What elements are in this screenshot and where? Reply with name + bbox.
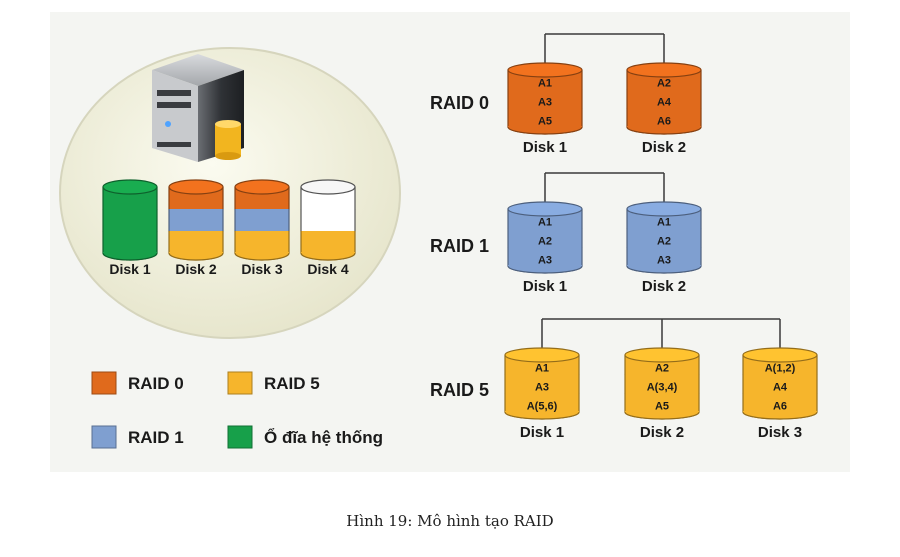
legend-label: Ổ đĩa hệ thống xyxy=(264,428,383,447)
raid-level-label: RAID 0 xyxy=(430,93,489,113)
local-disk xyxy=(102,179,158,261)
block-label: A3 xyxy=(538,255,552,267)
block-label: A5 xyxy=(655,401,669,413)
block-label: A4 xyxy=(773,382,788,394)
block-label: A1 xyxy=(657,217,671,229)
raid-disk-label: Disk 1 xyxy=(523,278,567,295)
block-label: A6 xyxy=(773,401,787,413)
connector-line xyxy=(544,172,665,202)
database-icon xyxy=(215,120,241,160)
block-label: A6 xyxy=(657,116,671,128)
legend-label: RAID 0 xyxy=(128,374,184,393)
figure-caption: Hình 19: Mô hình tạo RAID xyxy=(346,512,554,530)
connector-line xyxy=(541,318,781,348)
raid-disk-label: Disk 1 xyxy=(520,424,564,441)
raid-disk-label: Disk 1 xyxy=(523,139,567,156)
connector-line xyxy=(544,33,665,63)
local-disks: Disk 1 Disk 2 Disk 3 Disk 4 xyxy=(102,179,356,277)
local-disk-label: Disk 2 xyxy=(175,261,216,277)
block-label: A2 xyxy=(538,236,552,248)
raid-disk-label: Disk 2 xyxy=(640,424,684,441)
block-label: A1 xyxy=(535,363,549,375)
legend-swatch xyxy=(227,371,253,395)
block-label: A(5,6) xyxy=(527,401,558,413)
block-label: A2 xyxy=(657,78,671,90)
local-disk xyxy=(234,179,290,261)
block-label: A1 xyxy=(538,78,552,90)
raid-disk-label: Disk 3 xyxy=(758,424,802,441)
local-disk xyxy=(168,179,224,261)
raid-level-label: RAID 1 xyxy=(430,236,489,256)
local-disk-label: Disk 1 xyxy=(109,261,150,277)
disk-pool-ellipse xyxy=(59,47,401,339)
raid-disk-label: Disk 2 xyxy=(642,139,686,156)
raid-disk-label: Disk 2 xyxy=(642,278,686,295)
block-label: A4 xyxy=(657,97,672,109)
block-label: A(3,4) xyxy=(647,382,678,394)
raid-disk: A2A(3,4) A5 xyxy=(624,347,700,420)
local-disk xyxy=(300,179,356,261)
block-label: A1 xyxy=(538,217,552,229)
legend-swatch xyxy=(227,425,253,449)
block-label: A2 xyxy=(657,236,671,248)
local-disk-label: Disk 3 xyxy=(241,261,282,277)
legend-label: RAID 5 xyxy=(264,374,320,393)
block-label: A3 xyxy=(538,97,552,109)
legend-label: RAID 1 xyxy=(128,428,184,447)
block-label: A2 xyxy=(655,363,669,375)
legend-swatch xyxy=(91,371,117,395)
block-label: A(1,2) xyxy=(765,363,796,375)
legend-swatch xyxy=(91,425,117,449)
raid-level-label: RAID 5 xyxy=(430,380,489,400)
block-label: A3 xyxy=(657,255,671,267)
block-label: A5 xyxy=(538,116,552,128)
disk-pool-group xyxy=(59,47,401,339)
block-label: A3 xyxy=(535,382,549,394)
legend: RAID 0 RAID 5 RAID 1 Ổ đĩa hệ thống xyxy=(91,371,383,449)
local-disk-label: Disk 4 xyxy=(307,261,348,277)
